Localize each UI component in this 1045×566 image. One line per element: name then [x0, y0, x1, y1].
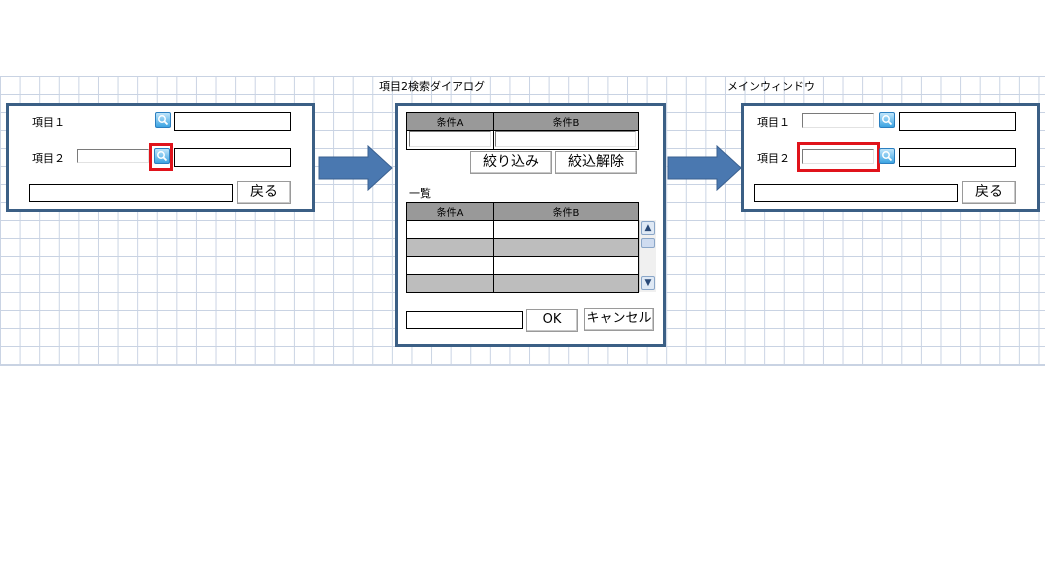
item1-input[interactable]: [802, 113, 874, 128]
item1-result-field[interactable]: [174, 112, 291, 131]
message-field: [29, 184, 233, 202]
scroll-thumb[interactable]: [641, 238, 655, 248]
flow-arrow: [318, 145, 393, 191]
dialog-title: 項目2検索ダイアログ: [379, 80, 485, 93]
table-row[interactable]: [406, 238, 639, 257]
back-button[interactable]: 戻る: [237, 181, 291, 204]
search-icon[interactable]: [879, 148, 895, 164]
item2-label: 項目２: [32, 152, 65, 165]
table-row[interactable]: [406, 256, 639, 275]
chevron-up-icon[interactable]: ▲: [641, 221, 655, 235]
item2-input[interactable]: [77, 149, 149, 163]
list-scrollbar[interactable]: ▲ ▼: [639, 220, 656, 292]
table-row[interactable]: [406, 274, 639, 293]
condition-a-header: 条件A: [406, 112, 494, 131]
item2-result-field[interactable]: [899, 148, 1016, 167]
condition-b-header: 条件B: [493, 112, 639, 131]
condition-a-input[interactable]: [409, 131, 491, 147]
item2-result-field[interactable]: [174, 148, 291, 167]
dialog-message-field: [406, 311, 523, 329]
search-icon[interactable]: [879, 112, 895, 128]
search-icon[interactable]: [155, 112, 171, 128]
back-button[interactable]: 戻る: [962, 181, 1016, 204]
condition-b-input[interactable]: [495, 131, 636, 147]
item2-input[interactable]: [802, 149, 874, 164]
item1-result-field[interactable]: [899, 112, 1016, 131]
search-icon[interactable]: [154, 148, 170, 164]
cancel-button[interactable]: キャンセル: [584, 308, 654, 331]
ok-button[interactable]: OK: [526, 309, 578, 332]
search-button-highlight: [149, 143, 173, 171]
flow-arrow: [667, 145, 742, 191]
item1-label: 項目１: [757, 116, 790, 129]
item2-input-highlight: [797, 142, 880, 172]
list-header-a: 条件A: [406, 202, 494, 221]
item1-label: 項目１: [32, 116, 65, 129]
clear-filter-button[interactable]: 絞込解除: [555, 151, 637, 174]
list-label: 一覧: [409, 187, 431, 200]
filter-button[interactable]: 絞り込み: [470, 151, 552, 174]
message-field: [754, 184, 958, 202]
item2-label: 項目２: [757, 152, 790, 165]
list-header-b: 条件B: [493, 202, 639, 221]
table-row[interactable]: [406, 220, 639, 239]
main-window-title: メインウィンドウ: [727, 80, 815, 93]
chevron-down-icon[interactable]: ▼: [641, 276, 655, 290]
result-list: 条件A 条件B: [406, 202, 639, 293]
